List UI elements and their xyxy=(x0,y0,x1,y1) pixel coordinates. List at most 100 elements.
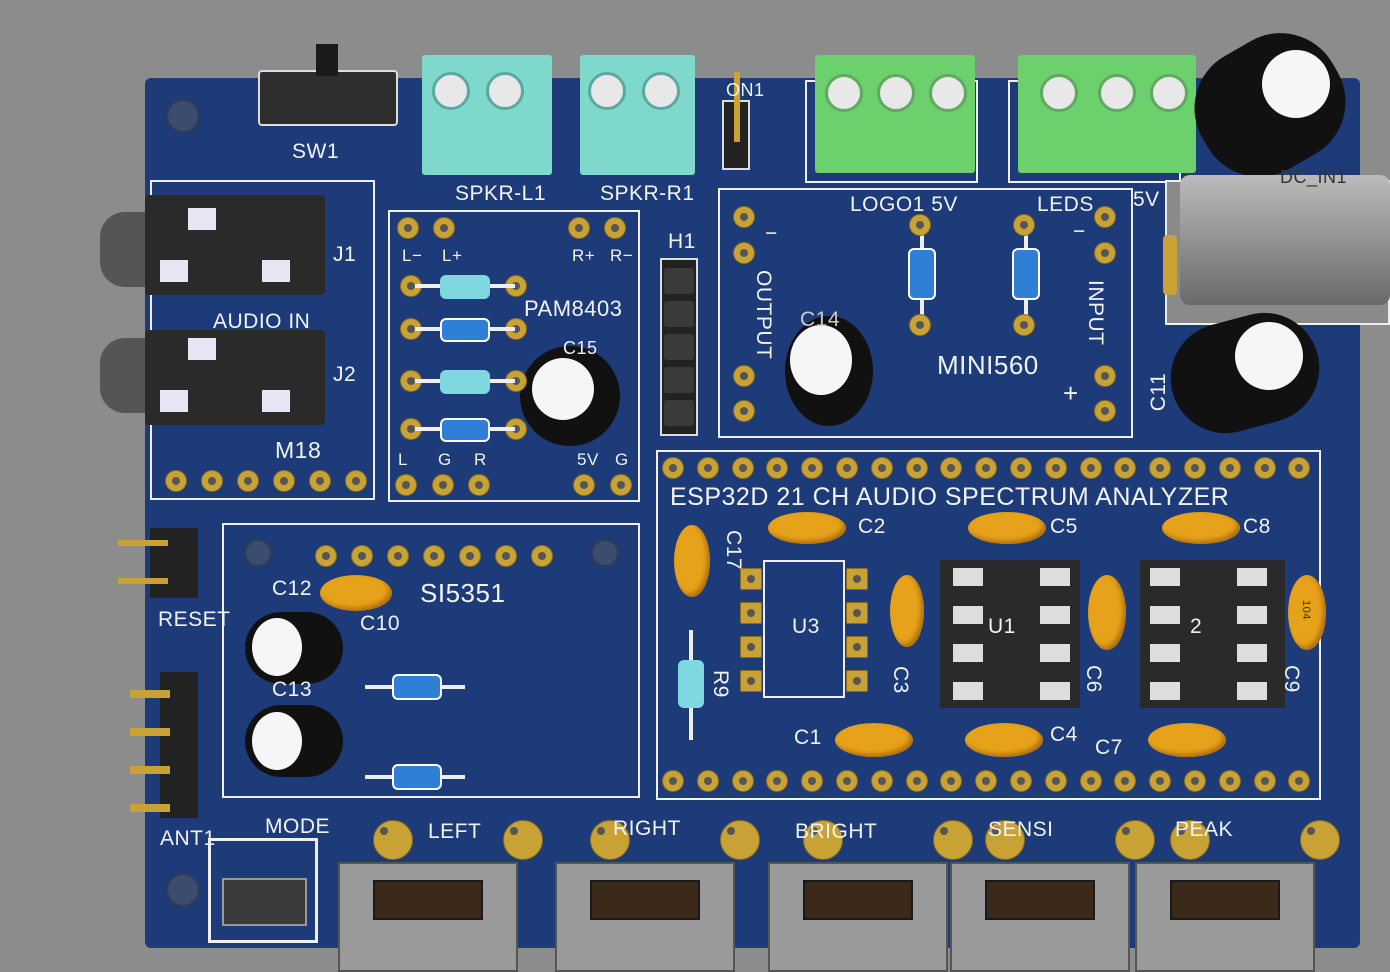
pot-pad xyxy=(1115,820,1155,860)
ceramic-capacitor-c4 xyxy=(965,723,1043,757)
u3-label: U3 xyxy=(792,615,820,638)
solder-pad xyxy=(1184,770,1206,792)
c5-label: C5 xyxy=(1050,515,1078,538)
socket-contact xyxy=(953,644,983,662)
screw-icon[interactable] xyxy=(642,72,680,110)
power-slide-switch[interactable] xyxy=(258,70,398,126)
socket-contact xyxy=(1237,682,1267,700)
5v-label: 5V xyxy=(577,450,599,469)
resistor xyxy=(1012,248,1040,300)
mode-label: MODE xyxy=(265,815,330,838)
mounting-hole xyxy=(590,538,620,568)
solder-pad xyxy=(940,457,963,479)
reset-header[interactable] xyxy=(150,528,198,598)
l-minus-label: L− xyxy=(402,246,423,265)
reset-label: RESET xyxy=(158,608,231,631)
socket-contact xyxy=(1040,682,1070,700)
solder-pad xyxy=(1253,770,1276,792)
solder-pad xyxy=(505,275,527,297)
speaker-left-terminal xyxy=(422,55,552,175)
jack-contact xyxy=(262,260,290,282)
solder-pad xyxy=(395,474,417,496)
g2-label: G xyxy=(615,450,629,469)
solder-pad xyxy=(237,470,259,492)
screw-icon[interactable] xyxy=(486,72,524,110)
ceramic-capacitor-c3 xyxy=(890,575,924,647)
pot-pad xyxy=(1300,820,1340,860)
speaker-right-terminal xyxy=(580,55,695,175)
socket-contact xyxy=(1150,606,1180,624)
right-label: RIGHT xyxy=(613,817,681,840)
socket-contact xyxy=(1150,682,1180,700)
solder-pad xyxy=(495,545,517,567)
screw-icon[interactable] xyxy=(1098,74,1136,112)
esp32-title-label: ESP32D 21 CH AUDIO SPECTRUM ANALYZER xyxy=(670,483,1230,511)
mounting-hole xyxy=(165,98,201,134)
switch-knob[interactable] xyxy=(316,44,338,76)
solder-pad xyxy=(870,770,893,792)
input-plus-label: + xyxy=(1063,378,1079,408)
screw-icon[interactable] xyxy=(929,74,967,112)
solder-pad xyxy=(1114,770,1137,792)
pot-pad xyxy=(1170,820,1210,860)
si5351-module-outline xyxy=(222,523,640,798)
solder-pad xyxy=(201,470,223,492)
c12-label: C12 xyxy=(272,577,313,600)
c14-label: C14 xyxy=(800,308,841,331)
c15-label: C15 xyxy=(563,338,598,358)
u2-label: 2 xyxy=(1190,615,1203,638)
header-pin xyxy=(118,540,168,546)
screw-icon[interactable] xyxy=(1150,74,1188,112)
solder-pad xyxy=(273,470,295,492)
screw-icon[interactable] xyxy=(1040,74,1078,112)
solder-pad xyxy=(766,770,789,792)
mode-button[interactable] xyxy=(222,878,307,926)
screw-icon[interactable] xyxy=(432,72,470,110)
pot-pad xyxy=(720,820,760,860)
screw-icon[interactable] xyxy=(588,72,626,110)
pam8403-module-outline xyxy=(388,210,640,502)
header-pin xyxy=(130,766,170,774)
solder-pad xyxy=(345,470,367,492)
l-label: L xyxy=(398,450,408,469)
solder-pad xyxy=(733,365,755,387)
ceramic-capacitor-c5 xyxy=(968,512,1046,544)
r-minus-label: R− xyxy=(610,246,634,265)
solder-pad xyxy=(1079,457,1102,479)
resistor-r9 xyxy=(678,660,704,708)
spkr-l1-label: SPKR-L1 xyxy=(455,182,547,205)
solder-pad xyxy=(604,217,626,239)
c9-value-label: 104 xyxy=(1300,600,1312,620)
ic-pad xyxy=(740,636,762,658)
logo-terminal-block xyxy=(815,55,975,173)
solder-pad xyxy=(1010,770,1032,792)
ic-pad xyxy=(846,602,868,624)
solder-pad xyxy=(610,474,632,496)
resistor xyxy=(392,674,442,700)
pot-window xyxy=(373,880,483,920)
ant1-label: ANT1 xyxy=(160,827,216,850)
solder-pad xyxy=(1094,242,1116,264)
solder-pad xyxy=(315,545,337,567)
solder-pad xyxy=(801,770,824,792)
screw-icon[interactable] xyxy=(877,74,915,112)
solder-pad xyxy=(1094,206,1116,228)
solder-pad xyxy=(1288,457,1311,479)
solder-pad xyxy=(400,418,422,440)
pot-window xyxy=(590,880,700,920)
mounting-hole xyxy=(243,538,273,568)
jack-contact xyxy=(262,390,290,412)
solder-pad xyxy=(801,457,824,479)
header-pin xyxy=(130,690,170,698)
socket-contact xyxy=(1237,606,1267,624)
solder-pad xyxy=(1288,770,1311,792)
jack-contact xyxy=(160,390,188,412)
solder-pad xyxy=(397,217,419,239)
resistor xyxy=(440,418,490,442)
solder-pad xyxy=(975,457,998,479)
solder-pad xyxy=(696,457,719,479)
ceramic-capacitor-c8 xyxy=(1162,512,1240,544)
screw-icon[interactable] xyxy=(825,74,863,112)
c17-label: C17 xyxy=(722,530,745,571)
dc-power-jack[interactable] xyxy=(1180,175,1390,305)
